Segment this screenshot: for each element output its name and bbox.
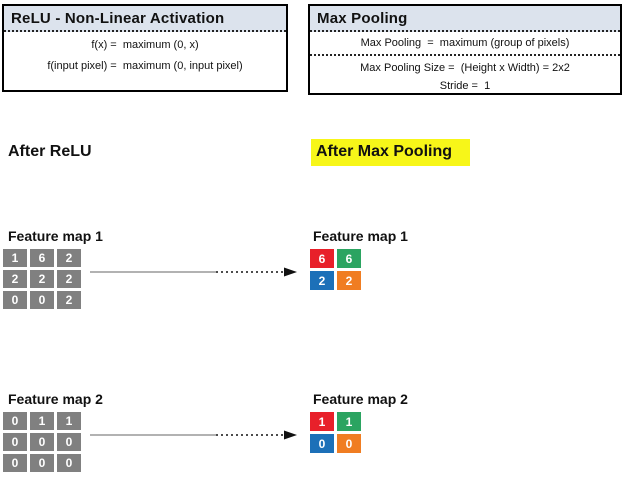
grid-cell: 6	[337, 249, 361, 268]
feature-map-1-input-label: Feature map 1	[8, 228, 103, 244]
grid-cell: 0	[30, 433, 54, 451]
maxpool-stride: Stride = 1	[439, 80, 491, 93]
grid-cell: 0	[30, 454, 54, 472]
grid-cell: 0	[3, 412, 27, 430]
grid-cell: 0	[3, 433, 27, 451]
grid-cell: 0	[3, 454, 27, 472]
arrow-fm1-icon	[90, 267, 297, 277]
relu-formula-pixel: f(input pixel) = maximum (0, input pixel…	[47, 59, 243, 72]
grid-cell: 1	[30, 412, 54, 430]
after-relu-heading: After ReLU	[8, 143, 92, 160]
feature-map-1-output-label: Feature map 1	[313, 228, 408, 244]
grid-cell: 1	[57, 412, 81, 430]
grid-cell: 2	[57, 270, 81, 288]
grid-cell: 6	[310, 249, 334, 268]
grid-cell: 6	[30, 249, 54, 267]
relu-box-title: ReLU - Non-Linear Activation	[4, 6, 286, 32]
feature-map-2-output-label: Feature map 2	[313, 391, 408, 407]
grid-cell: 2	[337, 271, 361, 290]
maxpool-box-title: Max Pooling	[310, 6, 620, 32]
grid-cell: 0	[57, 454, 81, 472]
grid-cell: 1	[3, 249, 27, 267]
relu-definition-box: ReLU - Non-Linear Activation f(x) = maxi…	[2, 4, 288, 92]
relu-formula-generic: f(x) = maximum (0, x)	[91, 39, 199, 51]
after-maxpool-heading: After Max Pooling	[311, 139, 471, 166]
maxpool-size: Max Pooling Size = (Height x Width) = 2x…	[360, 61, 570, 74]
grid-cell: 2	[310, 271, 334, 290]
grid-cell: 2	[3, 270, 27, 288]
grid-cell: 0	[30, 291, 54, 309]
grid-cell: 2	[30, 270, 54, 288]
grid-cell: 0	[57, 433, 81, 451]
grid-cell: 0	[310, 434, 334, 453]
maxpool-formula: Max Pooling = maximum (group of pixels)	[310, 32, 620, 56]
arrow-fm2-icon	[90, 430, 297, 440]
feature-map-2-input-label: Feature map 2	[8, 391, 103, 407]
grid-cell: 1	[337, 412, 361, 431]
maxpool-definition-box: Max Pooling Max Pooling = maximum (group…	[308, 4, 622, 95]
grid-cell: 2	[57, 291, 81, 309]
grid-cell: 0	[3, 291, 27, 309]
grid-cell: 2	[57, 249, 81, 267]
grid-cell: 0	[337, 434, 361, 453]
grid-cell: 1	[310, 412, 334, 431]
